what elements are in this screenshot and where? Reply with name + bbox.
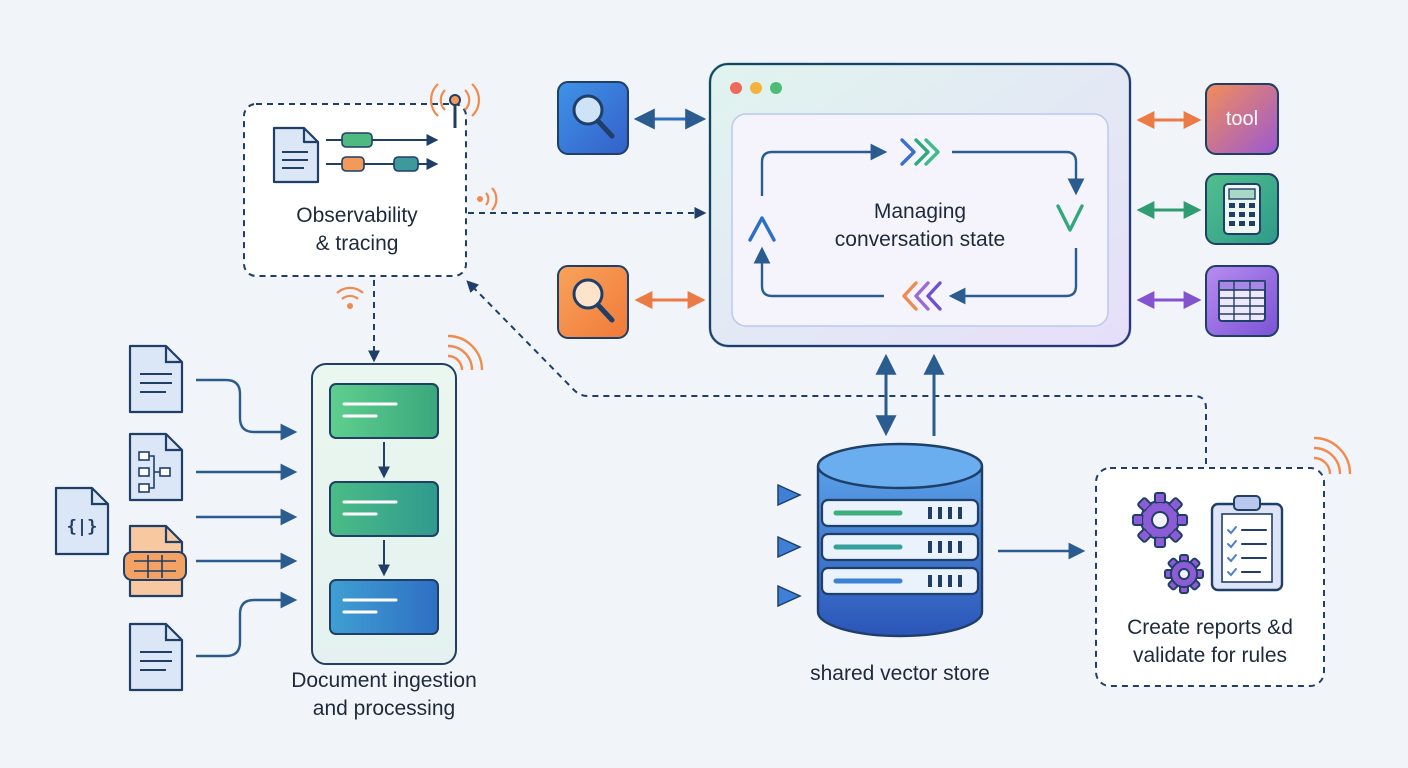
diagram-document-icon [128,432,184,502]
signal-icon [477,187,498,211]
ingestion-label-line2: and processing [312,697,456,720]
wifi-icon [336,286,364,309]
observability-label: Observability & tracing [244,202,470,258]
table-document-icon [123,524,187,598]
chevron-up-icon [748,216,776,242]
conversation-label: Managing conversation state [780,198,1060,254]
observability-panel [243,83,480,277]
wifi-icon-ingestion [447,334,484,371]
conversation-label-line2: conversation state [834,228,1006,251]
conversation-window [708,62,1132,348]
ingestion-label-line1: Document ingestion [291,669,477,692]
trace-document-icon [272,126,320,184]
clipboard-checklist-icon [1210,495,1284,592]
conversation-loop [753,143,1085,305]
observability-label-line1: Observability [296,204,418,227]
search-icon-orange [557,265,629,339]
reports-label: Create reports &d validate for rules [1096,614,1324,670]
ingestion-to-store-arrows [472,492,784,599]
window-close-dot [730,82,742,94]
calculator-icon [1205,173,1279,245]
ingestion-label: Document ingestion and processing [264,667,504,723]
text-document-icon [128,344,184,414]
flow-arrowheads [777,483,802,608]
window-minimize-dot [750,82,762,94]
window-maximize-dot [770,82,782,94]
chevron-down-icon [1056,204,1084,232]
spreadsheet-icon [1205,265,1279,337]
reports-panel [1095,436,1352,687]
vector-store-label: shared vector store [770,660,1030,688]
input-documents: {|} [54,344,187,692]
observability-label-line2: & tracing [315,232,399,255]
tool-label: tool [1225,108,1259,130]
input-arrows [196,378,298,658]
svg-text:{|}: {|} [67,517,98,537]
antenna-icon [430,83,480,128]
search-icon-blue [557,81,629,155]
conversation-label-line1: Managing [873,200,967,223]
wifi-icon-reports [1313,436,1352,475]
tool-box [1205,83,1279,155]
database-icon [816,442,984,638]
json-document-icon: {|} [54,486,110,556]
reports-label-line1: Create reports &d [1127,616,1293,639]
trace-timeline-icon [326,132,439,172]
ingestion-pipeline [311,334,484,665]
gear-icon [1132,492,1204,594]
vector-store-label-text: shared vector store [810,662,990,685]
chevron-left-icon [902,281,942,311]
chevron-right-icon [900,138,940,166]
text-document-icon-2 [128,622,184,692]
reports-label-line2: validate for rules [1132,644,1288,667]
